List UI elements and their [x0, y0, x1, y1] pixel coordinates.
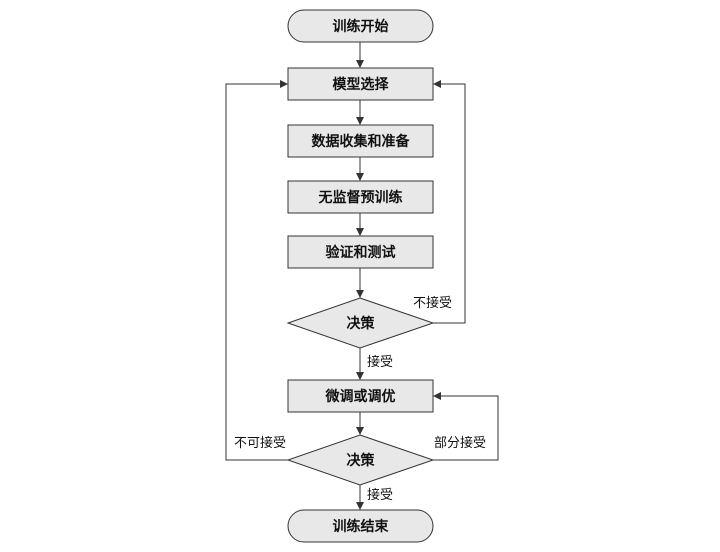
model-select-node: [287, 67, 434, 101]
finetune-label: 微调或调优: [325, 389, 396, 405]
edge-label-not-acceptable: 不可接受: [233, 436, 288, 452]
finetune-node: [287, 379, 434, 413]
model-select-label: 模型选择: [332, 77, 389, 93]
decision1-label: 决策: [346, 316, 375, 332]
edge-decision2-notacceptable-loop: [225, 80, 288, 461]
edge-label-accept1: 接受: [366, 355, 395, 371]
edge-decision1-reject-loop: [433, 80, 466, 324]
decision2-label: 决策: [346, 453, 375, 469]
edge-decision2-partial-loop: [433, 392, 499, 461]
unsup-pretrain-node: [287, 180, 434, 214]
end-node: [287, 509, 434, 543]
start-label: 训练开始: [332, 19, 389, 35]
edge-label-reject: 不接受: [412, 296, 454, 312]
data-prep-node: [287, 124, 434, 158]
data-prep-label: 数据收集和准备: [311, 134, 410, 150]
edge-label-partial-accept: 部分接受: [433, 436, 488, 452]
end-label: 训练结束: [332, 519, 389, 535]
unsup-pretrain-label: 无监督预训练: [318, 190, 403, 206]
edge-label-accept2: 接受: [366, 488, 395, 504]
validate-test-label: 验证和测试: [325, 245, 396, 261]
